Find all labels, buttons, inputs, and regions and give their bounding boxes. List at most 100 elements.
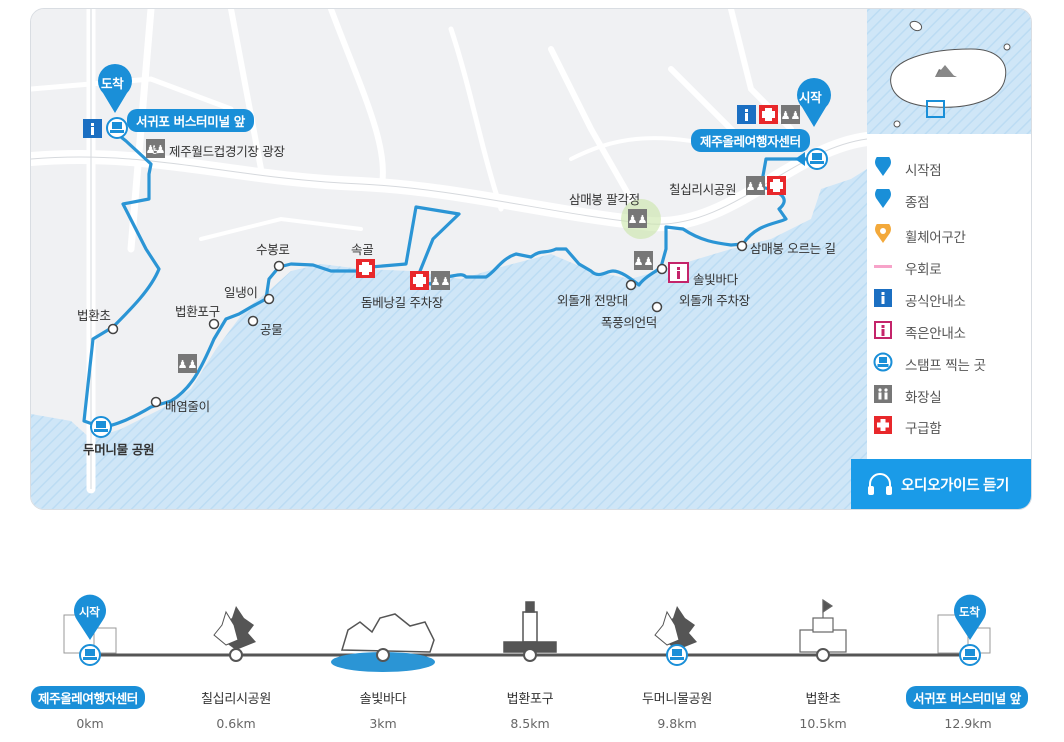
waypoint xyxy=(107,323,119,335)
place-label: 공물 xyxy=(260,322,283,337)
place-label: 수봉로 xyxy=(256,242,290,257)
start-title-badge[interactable]: 제주올레여행자센터 xyxy=(691,129,810,152)
route-stop-label: 칠십리시공원 xyxy=(201,692,271,707)
waypoint xyxy=(263,293,275,305)
stamp-icon xyxy=(806,148,828,170)
official-info-icon xyxy=(83,119,102,138)
course-map: ♿ ♟♟ ♟♟ ♟♟ ♟♟ ♟♟ ♟♟ ♟♟ xyxy=(30,8,1032,510)
route-stop-label: 법환포구 xyxy=(506,692,554,707)
headphones-icon xyxy=(868,473,892,495)
route-line xyxy=(82,127,821,429)
legend-item-start: 시작점 xyxy=(867,156,1031,179)
stamp-icon xyxy=(666,644,688,666)
start-pin-icon xyxy=(796,77,831,127)
waypoint xyxy=(656,263,668,275)
route-end-pin-label: 도착 xyxy=(959,605,980,619)
svg-text:♟♟: ♟♟ xyxy=(431,275,451,288)
end-pin-icon xyxy=(97,63,132,113)
place-label: 칠십리시공원 xyxy=(669,182,737,197)
place-label: 삼매봉 오르는 길 xyxy=(750,241,836,256)
stamp-icon xyxy=(873,352,893,372)
first-aid-icon xyxy=(759,105,778,124)
small-info-icon xyxy=(874,321,892,339)
route-stop-label-end[interactable]: 서귀포 버스터미널 앞 xyxy=(906,686,1028,709)
inset-island xyxy=(890,48,1007,108)
legend-item-restroom: 화장실 xyxy=(867,383,1031,406)
audio-guide-button[interactable]: 오디오가이드 듣기 xyxy=(851,459,1031,509)
small-info-icon xyxy=(668,262,689,283)
route-stop-label: 솔빛바다 xyxy=(359,692,407,707)
restroom-icon xyxy=(746,176,765,195)
building-illustration xyxy=(63,614,991,654)
place-label: 법환포구 xyxy=(175,304,220,319)
svg-text:♟♟: ♟♟ xyxy=(178,358,198,371)
svg-text:♟♟: ♟♟ xyxy=(781,109,801,122)
restroom-icon: ♿ xyxy=(146,139,165,158)
route-distance: 8.5km xyxy=(510,716,550,731)
place-label: 솔빛바다 xyxy=(693,272,738,287)
detour-line-icon xyxy=(874,265,892,268)
restroom-icon xyxy=(874,385,892,403)
legend-item-stamp: 스탬프 찍는 곳 xyxy=(867,351,1031,374)
route-distance: 9.8km xyxy=(657,716,697,731)
restroom-icon xyxy=(634,251,653,270)
end-pin-label: 도착 xyxy=(101,76,124,91)
svg-text:♟♟: ♟♟ xyxy=(746,180,766,193)
official-info-icon xyxy=(737,105,756,124)
official-info-icon xyxy=(874,289,892,307)
waypoint xyxy=(273,260,285,272)
svg-text:♟♟: ♟♟ xyxy=(628,213,648,226)
legend-item-official-info: 공식안내소 xyxy=(867,287,1031,310)
place-label: 제주월드컵경기장 광장 xyxy=(169,144,285,159)
map-legend: 시작점 종점 휠체어구간 우회로 공식안내소 족은안내소 스탬프 찍는 곳 화 xyxy=(867,134,1031,459)
first-aid-icon xyxy=(410,271,429,290)
end-title-badge[interactable]: 서귀포 버스터미널 앞 xyxy=(127,109,254,132)
legend-item-end: 종점 xyxy=(867,188,1031,211)
place-label: 외돌개 전망대 xyxy=(557,293,628,308)
end-pin-icon xyxy=(875,189,891,208)
school-illustration xyxy=(799,598,847,653)
tree-illustration xyxy=(654,606,697,650)
first-aid-icon xyxy=(767,176,786,195)
map-canvas: ♿ ♟♟ ♟♟ ♟♟ ♟♟ ♟♟ ♟♟ ♟♟ xyxy=(31,9,1031,509)
place-label: 속골 xyxy=(351,242,374,257)
stop-marker xyxy=(229,648,830,662)
waypoint xyxy=(208,318,220,330)
route-distance: 12.9km xyxy=(944,716,992,731)
place-label: 배염줄이 xyxy=(165,399,210,414)
restroom-icon xyxy=(628,209,647,228)
route-stop-label: 두머니물공원 xyxy=(642,692,712,707)
route-distance: 10.5km xyxy=(799,716,847,731)
route-start-pin-label: 시작 xyxy=(79,605,100,619)
waypoint xyxy=(651,301,663,313)
place-label: 돔베낭길 주차장 xyxy=(361,295,444,310)
restroom-icon xyxy=(781,105,800,124)
stamp-icon xyxy=(90,416,112,438)
wheelchair-pin-icon xyxy=(875,224,891,243)
sea-area xyxy=(31,169,867,509)
start-pin-icon xyxy=(875,157,891,176)
first-aid-icon xyxy=(874,416,892,434)
waypoint xyxy=(150,396,162,408)
lighthouse-illustration xyxy=(503,601,557,653)
route-distance: 0.6km xyxy=(216,716,256,731)
direction-arrow xyxy=(795,152,805,166)
svg-text:♟♟: ♟♟ xyxy=(146,143,166,156)
legend-item-first-aid: 구급함 xyxy=(867,414,1031,437)
route-distance: 3km xyxy=(369,716,397,731)
legend-item-wheelchair: 휠체어구간 xyxy=(867,223,1031,246)
stamp-icon xyxy=(959,644,981,666)
audio-guide-label: 오디오가이드 듣기 xyxy=(901,478,1010,494)
place-label: 폭풍의언덕 xyxy=(601,315,658,330)
place-label: 삼매봉 팔각정 xyxy=(569,192,640,207)
tree-illustration xyxy=(213,606,256,650)
legend-item-small-info: 족은안내소 xyxy=(867,319,1031,342)
place-label: 두머니물 공원 xyxy=(83,442,155,457)
waypoint xyxy=(625,279,637,291)
route-stop-label-start[interactable]: 제주올레여행자센터 xyxy=(31,686,145,709)
legend-item-detour: 우회로 xyxy=(867,255,1031,278)
place-label: 법환초 xyxy=(77,308,111,323)
svg-text:♿: ♿ xyxy=(150,143,161,157)
stamp-icon xyxy=(79,644,101,666)
route-distance: 0km xyxy=(76,716,104,731)
